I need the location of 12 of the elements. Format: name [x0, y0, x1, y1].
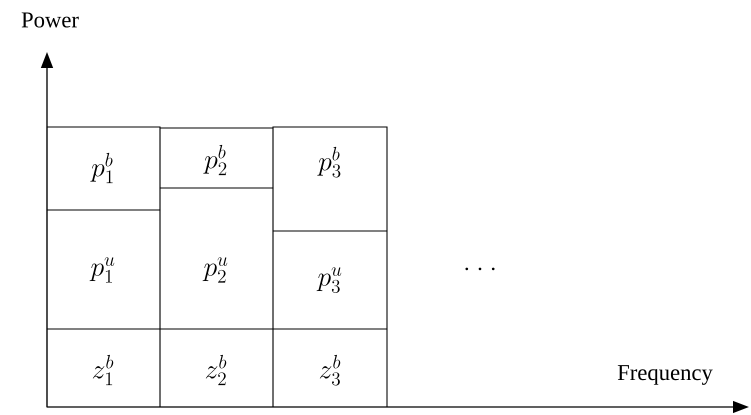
block: $p_1^b$ — [46, 126, 161, 211]
block: $p_3^b$ — [272, 126, 388, 232]
block: $z_2^b$ — [159, 328, 274, 408]
block: $p_2^b$ — [159, 127, 274, 189]
block: $z_1^b$ — [46, 328, 161, 408]
axis-label: Frequency — [618, 365, 713, 385]
block: $p_1^u$ — [46, 209, 161, 330]
block: $p_3^u$ — [272, 230, 388, 330]
block: $z_3^b$ — [272, 328, 388, 408]
axis-label: Power — [22, 12, 79, 28]
ellipsis: · · · — [465, 268, 495, 270]
block: $p_2^u$ — [159, 187, 274, 330]
